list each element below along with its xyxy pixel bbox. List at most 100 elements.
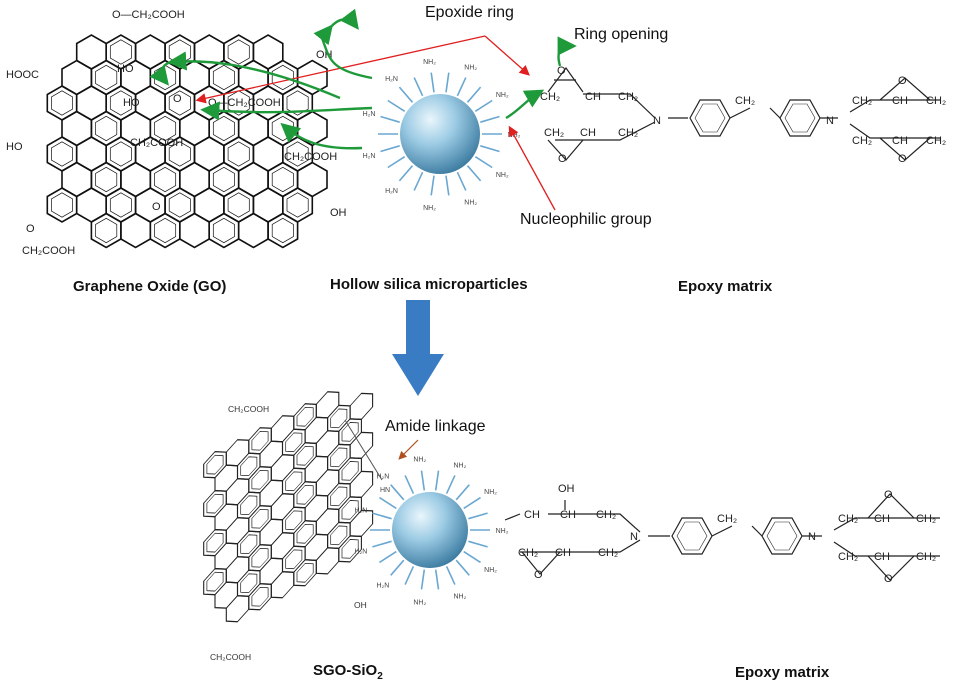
chem-label-o: O [557, 65, 566, 77]
red-arrow-nucleophile [508, 125, 556, 211]
hex-ring-inner [227, 39, 250, 65]
hex-ring-inner [286, 192, 309, 218]
chem-label-hn: HN [380, 487, 390, 494]
amine-spoke [398, 165, 414, 182]
nh2-label: NH₂ [453, 463, 466, 470]
chem-label-ch2: CH₂ [852, 95, 872, 107]
hex-ring-inner [271, 166, 294, 193]
amine-spoke [463, 550, 481, 564]
chem-label-ch2: CH₂ [735, 95, 755, 107]
label-epoxide-ring: Epoxide ring [425, 4, 514, 21]
silica-particle [392, 492, 468, 568]
hex-ring-inner [251, 547, 269, 568]
sgo-lattice [203, 391, 374, 623]
chem-label-ch2: CH₂ [926, 95, 946, 107]
amine-spoke [387, 99, 406, 112]
hex-ring-inner [330, 486, 348, 507]
caption-sgo-sio2-main: SGO-SiO [313, 662, 378, 679]
amine-spoke [434, 569, 440, 590]
amine-spoke [456, 171, 467, 191]
nh2-label: NH₂ [484, 567, 497, 574]
hex-ring-inner [154, 64, 177, 91]
hex-ring-inner [95, 166, 118, 193]
nh2-label: H₂N [354, 508, 367, 515]
hex-ring [179, 212, 210, 249]
hex-ring-inner [51, 192, 73, 218]
hex-ring-inner [212, 217, 235, 244]
hex-ring-inner [206, 571, 224, 592]
caption-sgo-sio2-sub: 2 [377, 671, 383, 682]
hex-ring-inner [330, 408, 348, 429]
hex-ring-inner [251, 469, 269, 490]
amine-spoke [390, 484, 405, 501]
hex-ring [338, 535, 362, 563]
hex-ring-inner [240, 456, 258, 477]
hex-ring-inner [341, 461, 359, 481]
nh2-label: NH₂ [464, 199, 477, 206]
hex-ring-inner [227, 141, 250, 167]
green-arrow-inner-loop [149, 60, 173, 86]
epoxy-molecule-bottom [504, 493, 940, 581]
nh2-label: NH₂ [413, 457, 426, 464]
chem-label-ho: HO [117, 63, 134, 75]
hex-ring-inner [109, 90, 132, 116]
chem-label-ch2: CH₂ [540, 91, 560, 103]
chem-label-ch2cooh: CH₂COOH [210, 652, 251, 662]
hex-ring-inner [51, 141, 73, 167]
chem-label-ch: CH [524, 509, 540, 521]
chem-label-o: O [534, 569, 543, 581]
chem-label-o: O [26, 223, 35, 235]
hex-ring-inner [109, 39, 132, 65]
nh2-label: H₂N [376, 582, 389, 589]
amine-spoke [430, 175, 435, 196]
amine-spoke [430, 72, 435, 93]
brown-arrow-amide [398, 439, 419, 460]
green-arrow-ring-opening [557, 36, 577, 67]
chem-label-o: O [558, 153, 567, 165]
hex-ring-inner [330, 447, 348, 468]
hex-ring-inner [296, 523, 314, 544]
nh2-label: NH₂ [496, 528, 509, 535]
hex-ring-inner [95, 115, 118, 142]
amine-spoke [445, 72, 450, 93]
hex-ring-inner [154, 115, 177, 142]
chem-label-ch2: CH₂ [717, 513, 737, 525]
amine-spoke [372, 540, 392, 548]
hex-ring-inner [109, 141, 132, 167]
chem-label-n: N [808, 531, 816, 543]
amine-spoke [413, 171, 424, 191]
chem-label-ho: HO [6, 141, 23, 153]
caption-hollow-silica: Hollow silica microparticles [330, 276, 528, 293]
hex-ring-inner [240, 573, 258, 594]
hex-ring-inner [285, 432, 303, 453]
amine-spoke [380, 145, 400, 153]
chem-label-ch2: CH₂ [838, 551, 858, 563]
hex-ring-inner [296, 484, 314, 505]
amine-spoke [398, 86, 414, 103]
caption-epoxy-matrix-top: Epoxy matrix [678, 278, 773, 295]
reaction-down-arrow [392, 300, 444, 396]
amine-spoke [434, 470, 440, 491]
chem-label-ch: CH [585, 91, 601, 103]
nh2-label: NH₂ [496, 172, 509, 179]
chem-label-hooc: HOOC [6, 69, 39, 81]
chem-label-o: O [898, 153, 907, 165]
nh2-label: NH₂ [413, 599, 426, 606]
chem-label-o-ch2cooh: O—CH₂COOH [112, 9, 185, 21]
chem-label-o: O [173, 93, 182, 105]
amine-spoke [466, 165, 482, 182]
caption-epoxy-matrix-bottom: Epoxy matrix [735, 664, 830, 681]
amine-spoke [480, 145, 500, 153]
amine-spoke [456, 77, 467, 97]
chem-label-ch2: CH₂ [596, 509, 616, 521]
amine-spoke [380, 115, 400, 123]
hex-ring-inner [296, 406, 314, 427]
amine-spoke [468, 512, 488, 520]
hex-ring-inner [154, 166, 177, 193]
amine-spoke [445, 475, 456, 494]
hex-ring-inner [240, 534, 258, 555]
hex-ring-inner [168, 90, 191, 116]
chem-label-ch2: CH₂ [838, 513, 858, 525]
